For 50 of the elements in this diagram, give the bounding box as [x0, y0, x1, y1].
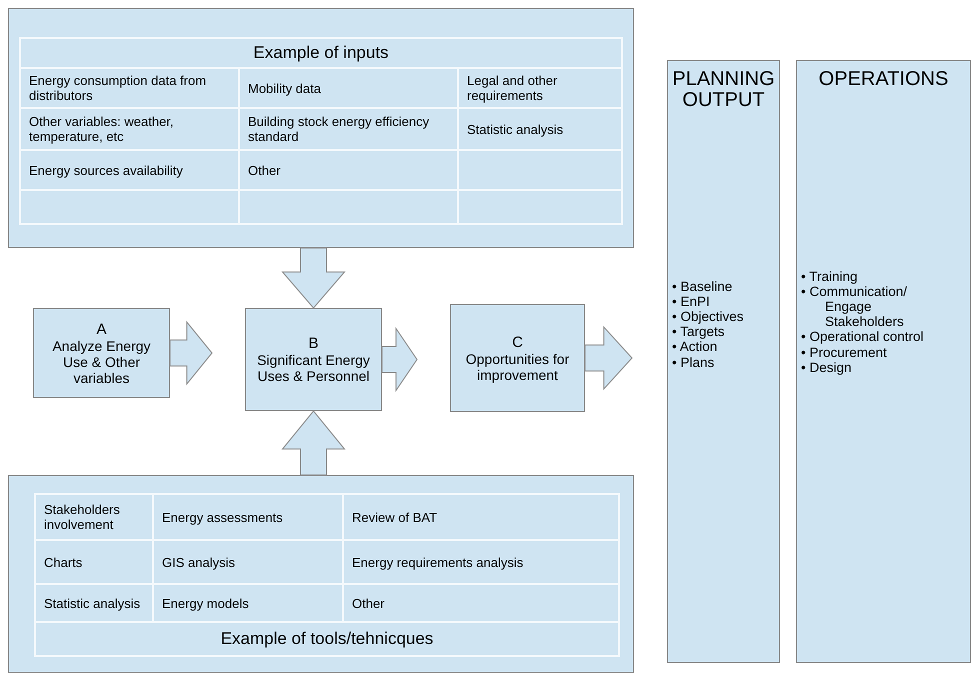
output-column [667, 60, 780, 663]
box-letter: C [512, 334, 523, 350]
process-box [450, 304, 585, 412]
cell-text: Statistic analysis [44, 596, 140, 610]
list-item: • Plans [672, 354, 716, 370]
list-item: • Operational control [801, 329, 925, 345]
cell-text: Other variables: weather, temperature, etc [29, 114, 174, 144]
list-item: • Training [801, 269, 859, 284]
block-arrow [170, 320, 213, 386]
cell-text: GIS analysis [162, 554, 235, 570]
list-item: • Communication/ Engage Stakeholders [801, 284, 908, 330]
cell-text: Legal and other requirements [467, 73, 558, 103]
box-text: Analyze Energy Use & Other variables [51, 338, 152, 386]
block-arrow [382, 326, 418, 392]
cell-text: Statistic analysis [467, 122, 564, 136]
block-arrow [281, 248, 346, 309]
block-arrow [584, 326, 633, 390]
list-item: • Baseline [672, 279, 734, 294]
list-item: • Procurement [801, 344, 888, 360]
cell-text: Charts [44, 554, 82, 570]
cell-text: Energy models [162, 596, 249, 610]
cell-text: Mobility data [248, 80, 321, 96]
cell-text: Energy sources availability [29, 162, 183, 178]
list-item: • Design [801, 360, 852, 375]
cell-text: Other [248, 162, 281, 178]
cell-text: Energy consumption data from distributors [29, 73, 206, 103]
list-item: • Objectives [672, 309, 745, 324]
output-column [796, 60, 971, 663]
table-heading: Example of inputs [253, 43, 389, 62]
process-box [33, 308, 170, 398]
cell-text: Energy assessments [162, 510, 283, 524]
list-item: • Action [672, 339, 718, 355]
box-letter: B [308, 335, 318, 352]
list-item: • Targets [672, 324, 726, 340]
table-panel [8, 8, 634, 248]
column-heading: OPERATIONS [818, 69, 950, 90]
box-text: Opportunities for improvement [464, 350, 570, 382]
cell-text: Other [352, 596, 385, 610]
cell-text: Stakeholders involvement [44, 502, 120, 532]
process-box [245, 308, 382, 411]
list-item: • EnPI [672, 294, 711, 310]
cell-text: Review of BAT [352, 510, 438, 524]
block-arrow [281, 410, 346, 476]
column-heading: PLANNING OUTPUT [671, 69, 776, 111]
box-letter: A [96, 320, 106, 338]
cell-text: Energy requirements analysis [352, 554, 524, 570]
table-heading: Example of tools/tehnicques [220, 629, 434, 648]
cell-text: Building stock energy efficiency standard [248, 114, 430, 144]
table-panel [8, 475, 634, 673]
box-text: Significant Energy Uses & Personnel [256, 352, 371, 384]
